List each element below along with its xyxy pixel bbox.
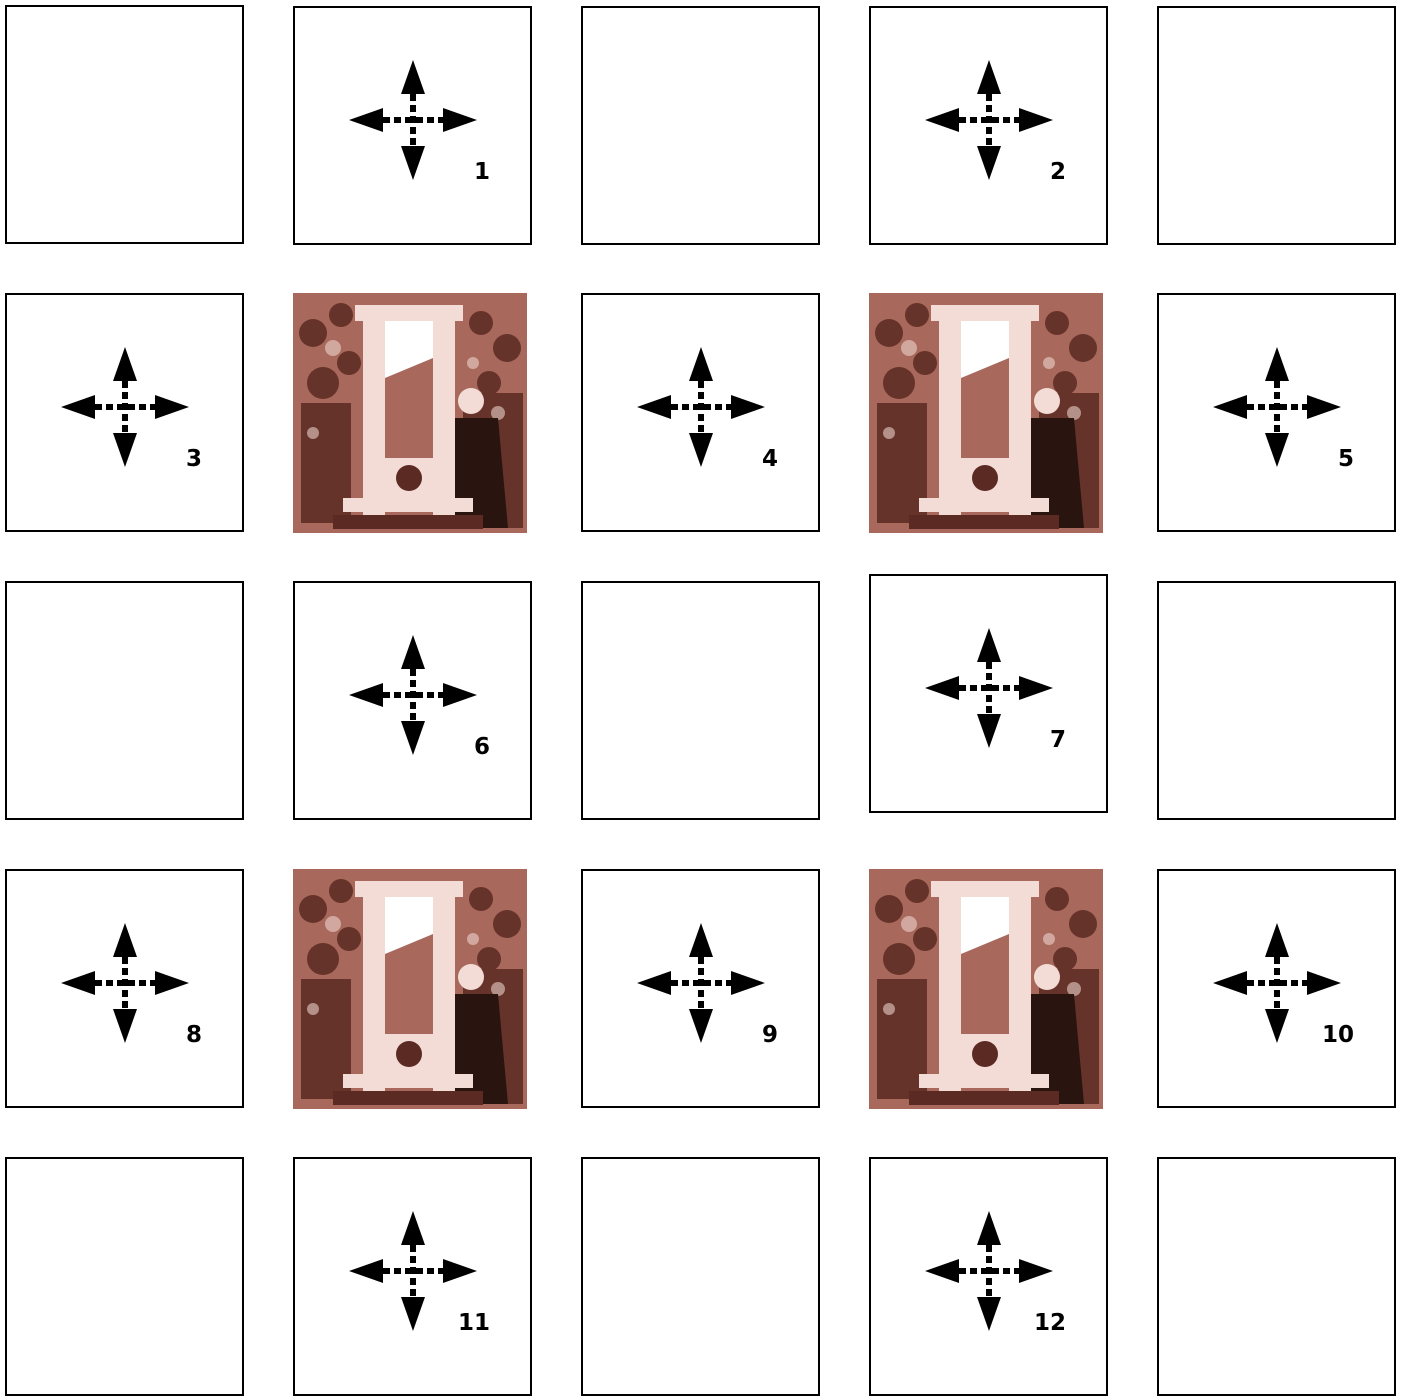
four-way-arrow-icon (637, 347, 765, 467)
tile-number: 8 (186, 1022, 202, 1048)
blank-tile[interactable] (1157, 581, 1396, 820)
blank-tile[interactable] (5, 581, 244, 820)
blank-tile[interactable] (581, 581, 820, 820)
tile-number: 4 (762, 446, 778, 472)
move-tile-9[interactable]: 9 (581, 869, 820, 1108)
tile-number: 11 (458, 1310, 490, 1336)
guillotine-picture[interactable] (293, 869, 527, 1109)
move-tile-10[interactable]: 10 (1157, 869, 1396, 1108)
four-way-arrow-icon (637, 923, 765, 1043)
tile-number: 9 (762, 1022, 778, 1048)
guillotine-picture[interactable] (293, 293, 527, 533)
move-tile-12[interactable]: 12 (869, 1157, 1108, 1396)
move-tile-1[interactable]: 1 (293, 6, 532, 245)
move-tile-8[interactable]: 8 (5, 869, 244, 1108)
blank-tile[interactable] (1157, 6, 1396, 245)
four-way-arrow-icon (925, 60, 1053, 180)
four-way-arrow-icon (1213, 347, 1341, 467)
move-tile-6[interactable]: 6 (293, 581, 532, 820)
blank-tile[interactable] (581, 1157, 820, 1396)
move-tile-4[interactable]: 4 (581, 293, 820, 532)
move-tile-7[interactable]: 7 (869, 574, 1108, 813)
tile-number: 12 (1034, 1310, 1066, 1336)
four-way-arrow-icon (349, 635, 477, 755)
four-way-arrow-icon (349, 60, 477, 180)
tile-number: 3 (186, 446, 202, 472)
blank-tile[interactable] (1157, 1157, 1396, 1396)
tile-number: 6 (474, 734, 490, 760)
tile-number: 1 (474, 159, 490, 185)
four-way-arrow-icon (61, 923, 189, 1043)
blank-tile[interactable] (5, 5, 244, 244)
tile-number: 5 (1338, 446, 1354, 472)
blank-tile[interactable] (581, 6, 820, 245)
four-way-arrow-icon (925, 628, 1053, 748)
tile-number: 10 (1322, 1022, 1354, 1048)
move-tile-11[interactable]: 11 (293, 1157, 532, 1396)
move-tile-3[interactable]: 3 (5, 293, 244, 532)
tile-number: 2 (1050, 159, 1066, 185)
move-tile-2[interactable]: 2 (869, 6, 1108, 245)
four-way-arrow-icon (61, 347, 189, 467)
blank-tile[interactable] (5, 1157, 244, 1396)
move-tile-5[interactable]: 5 (1157, 293, 1396, 532)
tile-number: 7 (1050, 727, 1066, 753)
guillotine-picture[interactable] (869, 293, 1103, 533)
guillotine-picture[interactable] (869, 869, 1103, 1109)
